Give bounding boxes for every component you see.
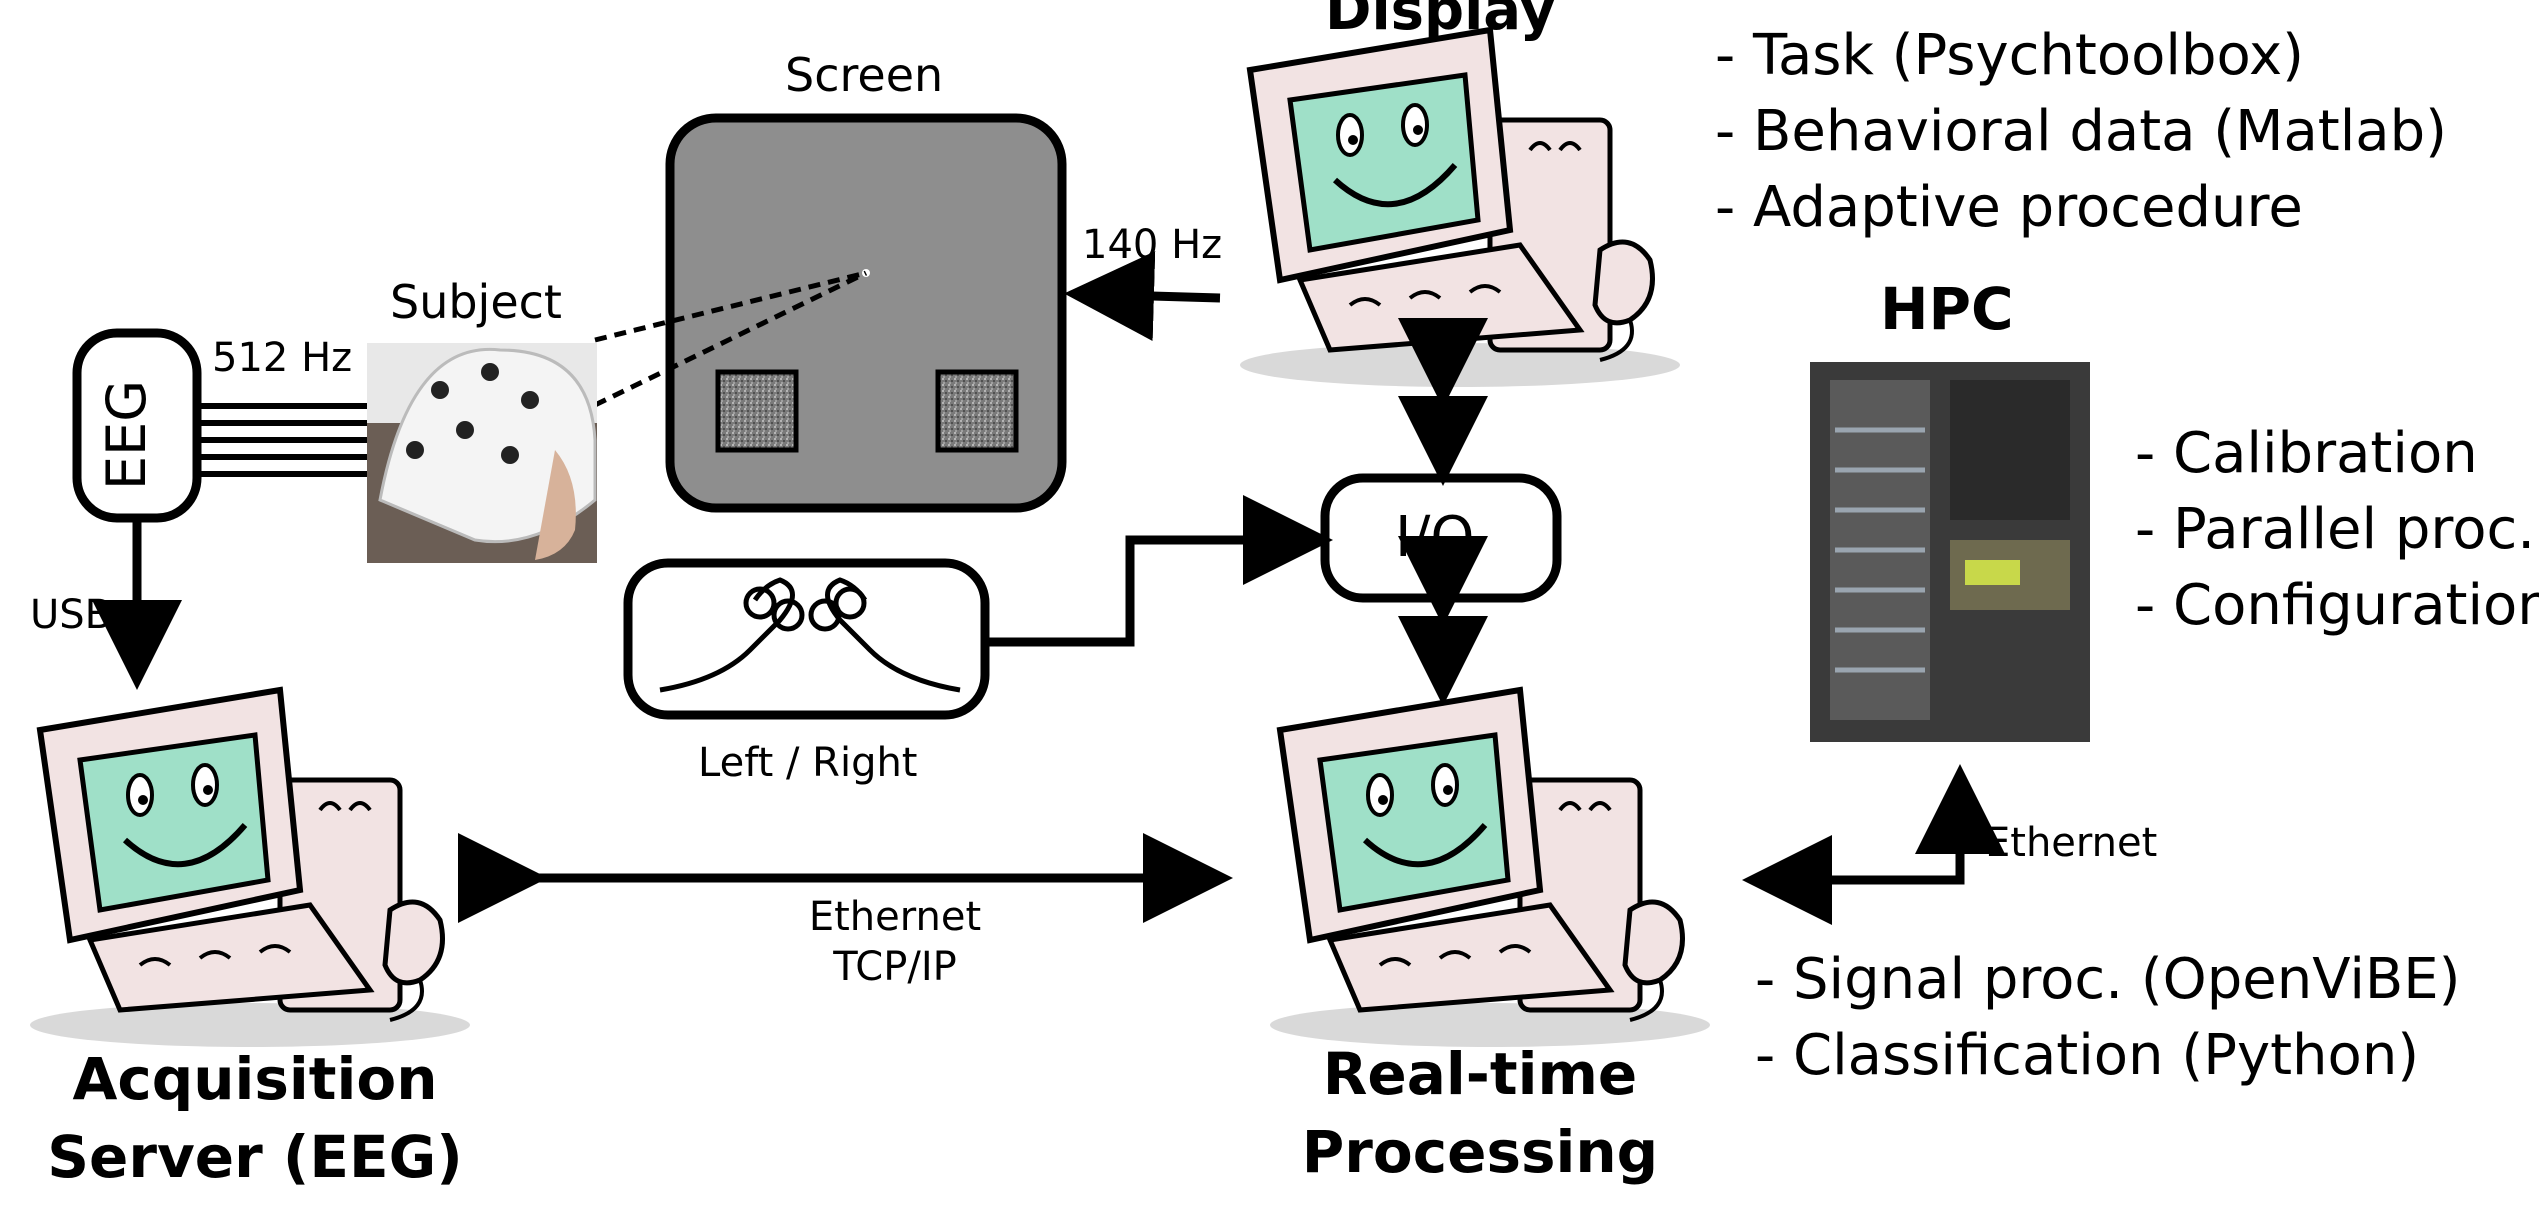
processing-hpc-link <box>1760 764 2005 885</box>
hands-icon <box>659 577 961 693</box>
hpc-task-list: - Calibration - Parallel proc. - Configu… <box>2135 416 2539 644</box>
hpc-task-item: - Configuration <box>2135 573 2539 638</box>
eeg-label: EEG <box>95 379 158 490</box>
hpc-task-item: - Calibration <box>2135 421 2478 486</box>
response-box <box>623 558 990 720</box>
display-title: Display <box>1325 0 1556 43</box>
processing-task-list: - Signal proc. (OpenViBE) - Classificati… <box>1755 942 2461 1094</box>
io-label: I/O <box>1395 505 1475 570</box>
processing-task-item: - Signal proc. (OpenViBE) <box>1755 947 2461 1012</box>
gaze-line-upper <box>594 270 867 343</box>
refresh-rate-label: 140 Hz <box>1082 222 1223 268</box>
processing-task-item: - Classification (Python) <box>1755 1023 2420 1088</box>
eeg-rate-label: 512 Hz <box>212 335 353 381</box>
realtime-computer <box>1270 690 1710 1047</box>
left-stimulus <box>715 369 799 453</box>
right-stimulus <box>935 369 1019 453</box>
hpc-title: HPC <box>1880 275 2014 343</box>
screen-label: Screen <box>785 48 944 102</box>
display-task-item: - Adaptive procedure <box>1715 175 2303 240</box>
display-to-screen-arrow <box>1064 251 1221 342</box>
display-task-list: - Task (Psychtoolbox) - Behavioral data … <box>1715 18 2447 246</box>
hpc-link-label: Ethernet <box>1985 820 2158 866</box>
display-task-item: - Behavioral data (Matlab) <box>1715 99 2447 164</box>
hpc-photo <box>1810 362 2090 742</box>
eeg-cables <box>197 403 367 477</box>
subject-photo <box>367 343 597 563</box>
hpc-task-item: - Parallel proc. <box>2135 497 2536 562</box>
realtime-title: Real-time Processing <box>1301 1040 1659 1186</box>
usb-label: USB <box>30 592 113 638</box>
acquisition-title: Acquisition Server (EEG) <box>47 1045 463 1191</box>
acquisition-computer <box>30 690 470 1047</box>
display-task-item: - Task (Psychtoolbox) <box>1715 23 2305 88</box>
response-label: Left / Right <box>698 740 918 786</box>
display-computer <box>1240 30 1680 387</box>
response-to-io-arrow <box>985 495 1333 647</box>
gaze-line-lower <box>593 270 868 408</box>
network-label: Ethernet TCP/IP <box>808 894 982 990</box>
subject-label: Subject <box>390 275 562 329</box>
